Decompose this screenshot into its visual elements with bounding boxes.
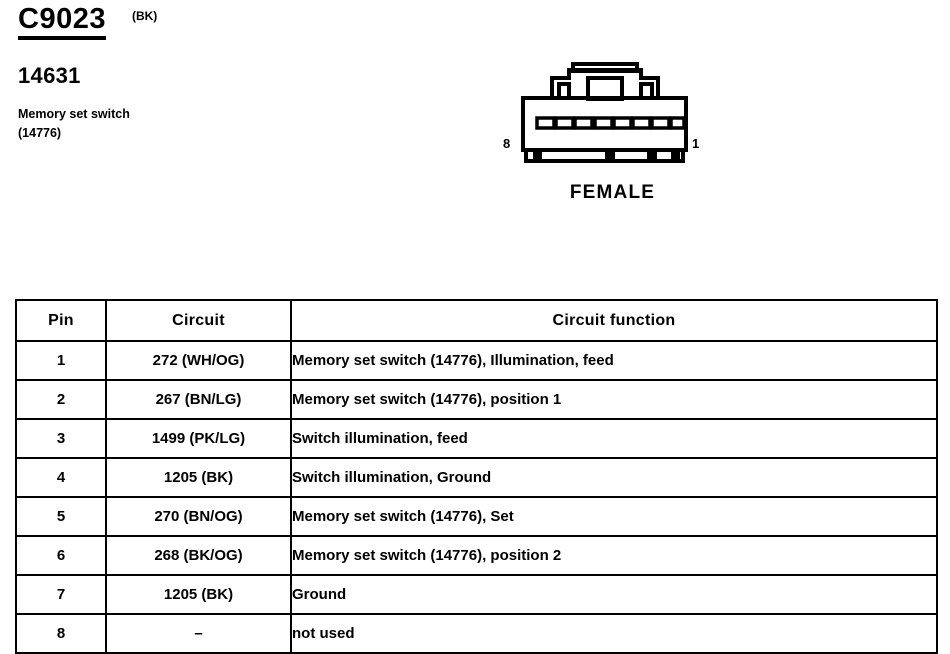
connector-part-number: 14631 (18, 63, 81, 89)
pinout-table: Pin Circuit Circuit function 1 272 (WH/O… (15, 299, 938, 654)
table-row: 4 1205 (BK) Switch illumination, Ground (15, 457, 938, 498)
pin-number-label-left: 8 (503, 136, 511, 151)
column-header-pin: Pin (15, 299, 107, 342)
connector-gender-label: FEMALE (569, 182, 656, 203)
component-name: Memory set switch (18, 107, 130, 122)
pin-cavity-5 (593, 116, 614, 130)
component-number: (14776) (18, 125, 62, 140)
connector-side-tabs (557, 82, 654, 100)
connector-latch (550, 62, 660, 101)
connector-header: C9023 (BK) 14631 Memory set switch (1477… (18, 4, 438, 142)
pin-cavity-1 (669, 116, 686, 130)
cell-function: Ground (290, 574, 938, 615)
connector-face-diagram (521, 62, 688, 163)
cell-pin: 4 (15, 457, 107, 498)
cell-function: Memory set switch (14776), position 1 (290, 379, 938, 420)
table-row: 5 270 (BN/OG) Memory set switch (14776),… (15, 496, 938, 537)
cell-circuit: 1499 (PK/LG) (105, 418, 292, 459)
cell-pin: 5 (15, 496, 107, 537)
cell-function: Memory set switch (14776), Illumination,… (290, 340, 938, 381)
table-row: 6 268 (BK/OG) Memory set switch (14776),… (15, 535, 938, 576)
cell-function: Switch illumination, feed (290, 418, 938, 459)
pinout-table-header: Pin Circuit Circuit function (15, 299, 938, 342)
table-row: 1 272 (WH/OG) Memory set switch (14776),… (15, 340, 938, 381)
connector-color-code: (BK) (131, 9, 158, 23)
column-header-circuit: Circuit (105, 299, 292, 342)
cell-circuit: 267 (BN/LG) (105, 379, 292, 420)
cell-pin: 1 (15, 340, 107, 381)
component-description: Memory set switch (14776) (18, 105, 438, 141)
cell-circuit: 1205 (BK) (105, 574, 292, 615)
connector-id-row: C9023 (BK) (18, 4, 438, 41)
column-header-function: Circuit function (290, 299, 938, 342)
table-row: 8 – not used (15, 613, 938, 654)
cell-function: not used (290, 613, 938, 654)
cell-function: Memory set switch (14776), position 2 (290, 535, 938, 576)
pin-cavity-8 (535, 116, 556, 130)
pin-cavity-6 (573, 116, 594, 130)
cell-circuit: – (105, 613, 292, 654)
cell-function: Memory set switch (14776), Set (290, 496, 938, 537)
table-row: 2 267 (BN/LG) Memory set switch (14776),… (15, 379, 938, 420)
pin-cavity-3 (631, 116, 652, 130)
cell-pin: 6 (15, 535, 107, 576)
table-row: 3 1499 (PK/LG) Switch illumination, feed (15, 418, 938, 459)
table-row: 7 1205 (BK) Ground (15, 574, 938, 615)
pin-cavity-2 (650, 116, 671, 130)
cell-circuit: 1205 (BK) (105, 457, 292, 498)
table-header-row: Pin Circuit Circuit function (15, 299, 938, 342)
pinout-table-body: 1 272 (WH/OG) Memory set switch (14776),… (15, 340, 938, 654)
cell-circuit: 272 (WH/OG) (105, 340, 292, 381)
cell-pin: 8 (15, 613, 107, 654)
pin-cavity-4 (612, 116, 633, 130)
pin-cavity-row (535, 116, 686, 130)
cell-pin: 2 (15, 379, 107, 420)
pin-cavity-7 (554, 116, 575, 130)
cell-circuit: 268 (BK/OG) (105, 535, 292, 576)
cell-pin: 7 (15, 574, 107, 615)
connector-illustration: 8 1 FEMALE (495, 60, 755, 215)
cell-circuit: 270 (BN/OG) (105, 496, 292, 537)
pin-number-label-right: 1 (692, 136, 700, 151)
cell-function: Switch illumination, Ground (290, 457, 938, 498)
connector-rail-segments (533, 151, 680, 160)
connector-body (521, 96, 688, 152)
connector-lower-rail (524, 148, 685, 163)
cell-pin: 3 (15, 418, 107, 459)
connector-id: C9023 (18, 4, 106, 41)
